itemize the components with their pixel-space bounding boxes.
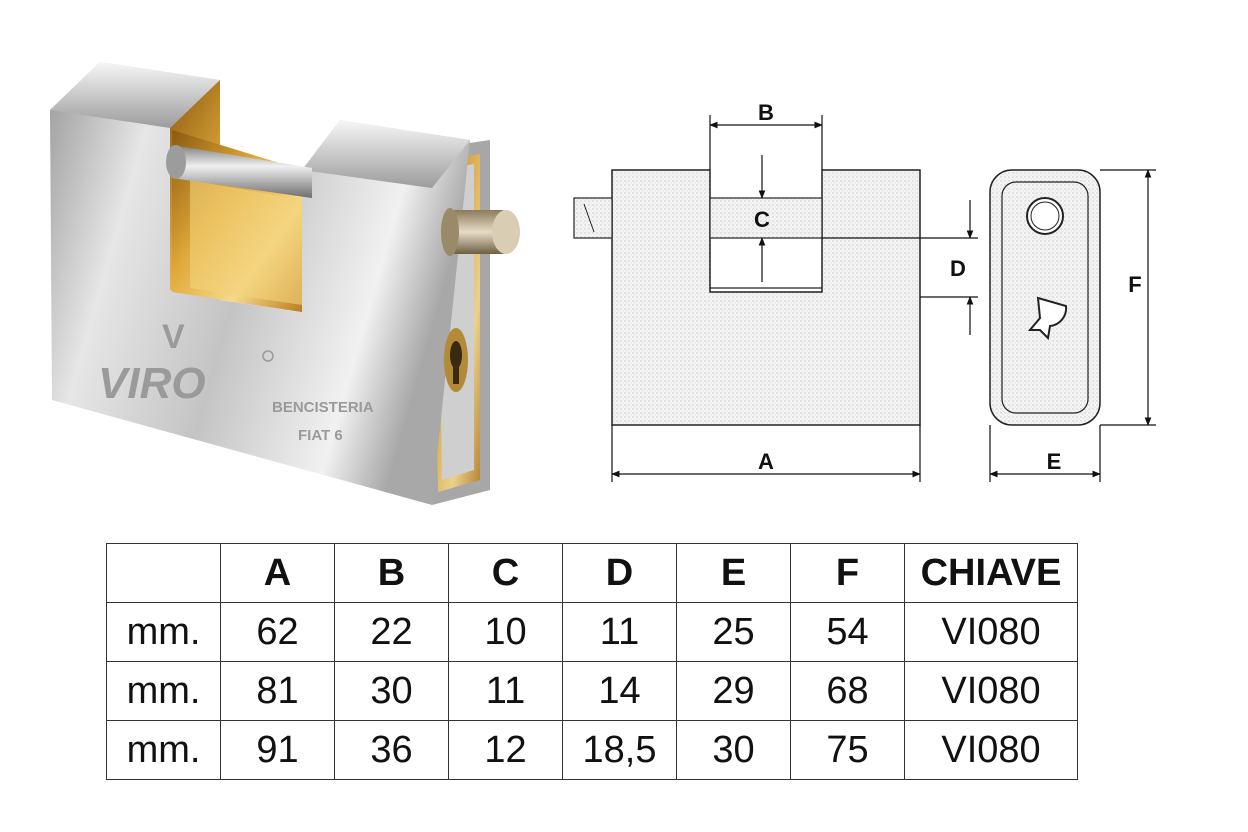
dimension-diagram: B C D A F E (573, 100, 1156, 482)
brand-logo-mark: V (162, 318, 185, 356)
table-cell: VI080 (904, 602, 1078, 662)
table-header-cell: B (334, 543, 449, 603)
table-row: mm. 62 22 10 11 25 54 VI080 (106, 602, 1078, 662)
padlock-photo: V VIRO BENCISTERIA FIAT 6 (50, 62, 520, 505)
dimensions-table: A B C D E F CHIAVE mm. 62 22 10 11 25 54… (106, 543, 1078, 780)
table-cell: 25 (676, 602, 791, 662)
table-cell: 29 (676, 661, 791, 721)
label-c: C (754, 207, 770, 232)
table-cell: 11 (562, 602, 677, 662)
table-header-cell: A (220, 543, 335, 603)
table-cell: 36 (334, 720, 449, 780)
front-view (573, 169, 921, 426)
table-cell: 62 (220, 602, 335, 662)
table-header-cell: F (790, 543, 905, 603)
table-cell: VI080 (904, 720, 1078, 780)
table-header-row: A B C D E F CHIAVE (106, 543, 1078, 603)
label-b: B (758, 100, 774, 125)
table-cell: VI080 (904, 661, 1078, 721)
label-f: F (1128, 272, 1141, 297)
table-header-cell (106, 543, 221, 603)
table-header-cell: C (448, 543, 563, 603)
table-cell: mm. (106, 720, 221, 780)
table-cell: 30 (676, 720, 791, 780)
engraving-line-2: FIAT 6 (298, 427, 343, 444)
table-cell: 12 (448, 720, 563, 780)
table-row: mm. 81 30 11 14 29 68 VI080 (106, 661, 1078, 721)
table-cell: 75 (790, 720, 905, 780)
table-cell: 22 (334, 602, 449, 662)
label-e: E (1047, 449, 1062, 474)
table-cell: 10 (448, 602, 563, 662)
table-cell: 18,5 (562, 720, 677, 780)
table-cell: 11 (448, 661, 563, 721)
brand-logo: VIRO (98, 359, 206, 408)
table-header-cell: D (562, 543, 677, 603)
label-d: D (950, 256, 966, 281)
table-cell: 14 (562, 661, 677, 721)
engraving-line-1: BENCISTERIA (272, 399, 374, 416)
table-cell: 68 (790, 661, 905, 721)
table-header-cell: CHIAVE (904, 543, 1078, 603)
table-header-cell: E (676, 543, 791, 603)
side-view (989, 169, 1101, 426)
label-a: A (758, 449, 774, 474)
table-cell: 91 (220, 720, 335, 780)
table-cell: 54 (790, 602, 905, 662)
table-row: mm. 91 36 12 18,5 30 75 VI080 (106, 720, 1078, 780)
dimension-lines (611, 115, 1156, 482)
table-cell: mm. (106, 602, 221, 662)
table-cell: 81 (220, 661, 335, 721)
table-cell: mm. (106, 661, 221, 721)
table-cell: 30 (334, 661, 449, 721)
